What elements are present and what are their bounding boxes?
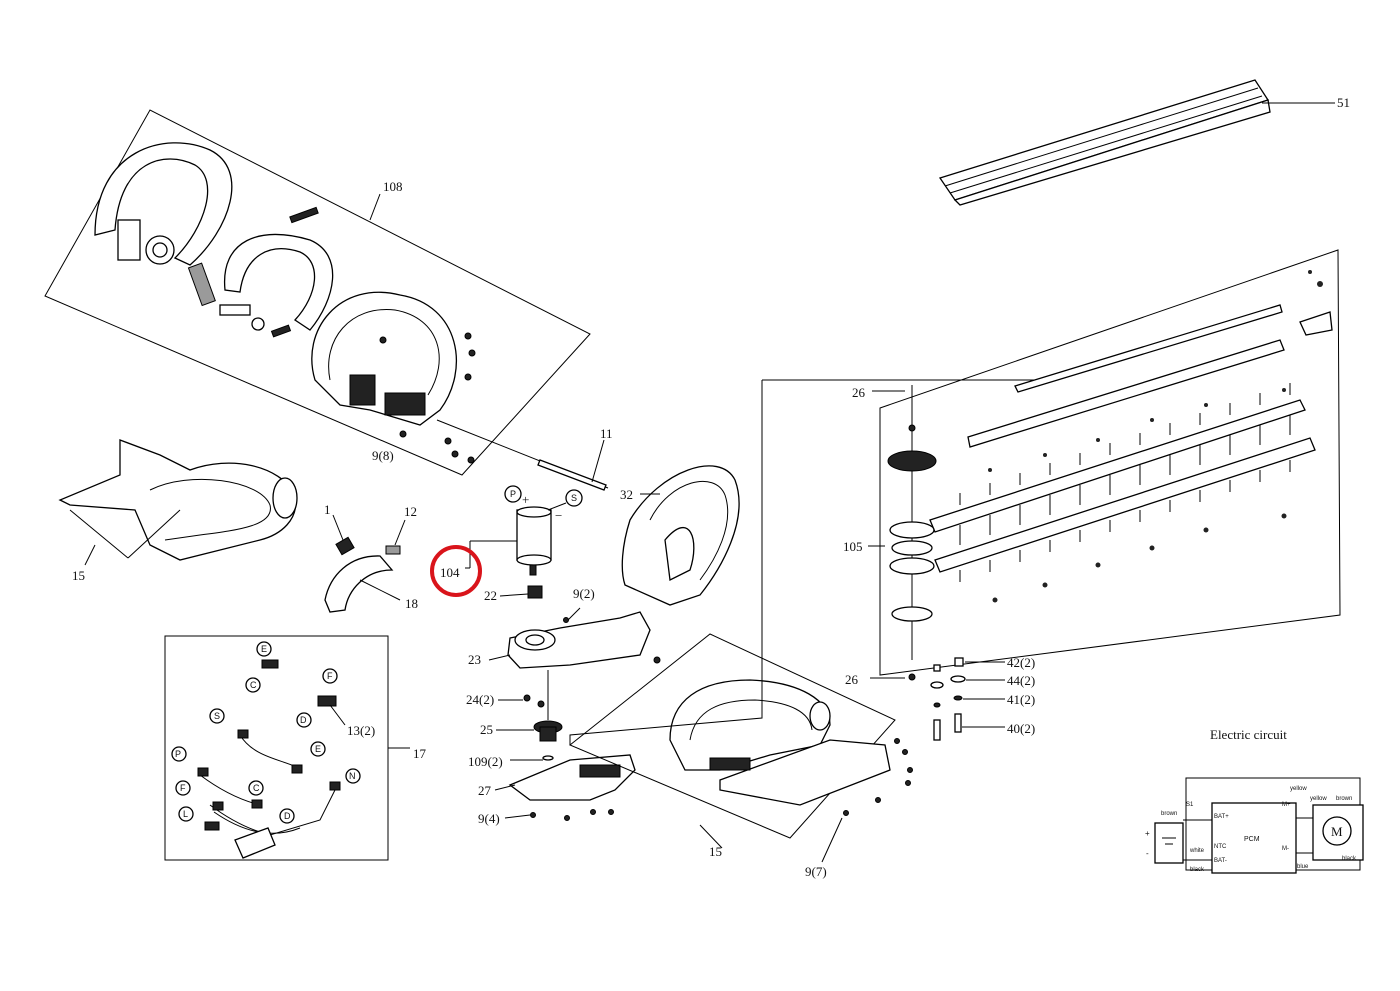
part-51-blade-rail bbox=[938, 79, 1335, 206]
label-109-2: 109(2) bbox=[468, 754, 503, 769]
circuit-brown: brown bbox=[1336, 796, 1352, 802]
circuit-blue: blue bbox=[1297, 864, 1309, 870]
circuit-black-left: black bbox=[1190, 867, 1205, 873]
parts-40-44: 42(2) 44(2) 41(2) 40(2) bbox=[930, 655, 1035, 741]
circuit-minus: - bbox=[1146, 849, 1149, 858]
wire-tag-e1: E bbox=[261, 644, 267, 654]
part-105-blade-assembly: 26 26 105 bbox=[569, 249, 1341, 745]
circuit-yellow: yellow bbox=[1310, 796, 1327, 802]
part-104-motor: 104 P + S − bbox=[430, 485, 583, 597]
wire-tag-l: L bbox=[183, 809, 188, 819]
label-9-2: 9(2) bbox=[573, 586, 595, 601]
label-25: 25 bbox=[480, 722, 493, 737]
wire-tag-d1: D bbox=[300, 715, 307, 725]
group-17-wiring-harness: 17 E C F D 13(2) S E P F C D L N bbox=[164, 635, 427, 861]
label-17: 17 bbox=[413, 746, 427, 761]
wire-tag-p2: P bbox=[175, 749, 181, 759]
label-26-top: 26 bbox=[852, 385, 866, 400]
label-9-7: 9(7) bbox=[805, 864, 827, 879]
label-9-8: 9(8) bbox=[372, 448, 394, 463]
tag-p: P bbox=[510, 489, 516, 499]
label-13-2: 13(2) bbox=[347, 723, 375, 738]
part-22-pinion: 22 bbox=[484, 585, 543, 603]
label-44-2: 44(2) bbox=[1007, 673, 1035, 688]
label-32: 32 bbox=[620, 487, 633, 502]
part-32-front-guard: 32 bbox=[620, 465, 740, 606]
label-22: 22 bbox=[484, 588, 497, 603]
part-23-gear-housing: 9(2) 23 bbox=[468, 586, 661, 669]
circuit-yellow-top: yellow bbox=[1290, 786, 1307, 792]
wire-tag-c1: C bbox=[250, 680, 257, 690]
label-15-left: 15 bbox=[72, 568, 85, 583]
group-108-rear-handle: 108 9(8) bbox=[44, 109, 591, 476]
circuit-title: Electric circuit bbox=[1210, 727, 1287, 742]
label-41-2: 41(2) bbox=[1007, 692, 1035, 707]
circuit-brown-left: brown bbox=[1161, 811, 1177, 817]
circuit-m-plus: M+ bbox=[1282, 802, 1291, 808]
part-15-front-handle-right: 15 9(7) bbox=[569, 633, 913, 879]
label-26-bottom: 26 bbox=[845, 672, 859, 687]
tag-s: S bbox=[571, 493, 577, 503]
part-15-front-handle-left: 15 bbox=[58, 439, 298, 583]
wire-tag-f2: F bbox=[180, 783, 186, 793]
wire-tag-d2: D bbox=[284, 811, 291, 821]
tag-plus: + bbox=[522, 492, 529, 507]
label-105: 105 bbox=[843, 539, 863, 554]
label-1: 1 bbox=[324, 502, 331, 517]
parts-109-27-9: 109(2) 27 9(4) bbox=[468, 754, 636, 826]
label-24-2: 24(2) bbox=[466, 692, 494, 707]
tag-minus: − bbox=[555, 508, 562, 523]
label-40-2: 40(2) bbox=[1007, 721, 1035, 736]
circuit-bat-minus: BAT- bbox=[1214, 858, 1227, 864]
label-104: 104 bbox=[440, 565, 460, 580]
wire-tag-f1: F bbox=[327, 671, 333, 681]
circuit-motor: M bbox=[1331, 824, 1343, 839]
wire-tag-e2: E bbox=[315, 744, 321, 754]
circuit-bat-plus: BAT+ bbox=[1214, 814, 1229, 820]
circuit-white: white bbox=[1189, 848, 1205, 854]
label-15-right: 15 bbox=[709, 844, 722, 859]
electric-circuit-schematic: Electric circuit PCM BAT+ NTC BAT- M+ M-… bbox=[1145, 727, 1364, 874]
wire-tag-c2: C bbox=[253, 783, 260, 793]
highlight-circle-104 bbox=[430, 545, 482, 597]
circuit-black: black bbox=[1342, 856, 1357, 862]
parts-1-12-18-trigger: 1 12 18 bbox=[324, 502, 418, 613]
wire-tag-s2: S bbox=[214, 711, 220, 721]
circuit-plus: + bbox=[1145, 829, 1150, 838]
label-18: 18 bbox=[405, 596, 418, 611]
parts-24-25: 24(2) 25 bbox=[466, 670, 563, 742]
label-27: 27 bbox=[478, 783, 492, 798]
label-12: 12 bbox=[404, 504, 417, 519]
label-108: 108 bbox=[383, 179, 403, 194]
part-11-rod: 11 bbox=[436, 419, 613, 491]
label-11: 11 bbox=[600, 426, 613, 441]
label-23: 23 bbox=[468, 652, 481, 667]
label-42-2: 42(2) bbox=[1007, 655, 1035, 670]
circuit-pcm: PCM bbox=[1244, 836, 1260, 843]
label-51: 51 bbox=[1337, 95, 1350, 110]
circuit-ntc: NTC bbox=[1214, 844, 1227, 850]
circuit-m-minus: M- bbox=[1282, 846, 1289, 852]
circuit-s1: S1 bbox=[1186, 802, 1194, 808]
wire-tag-n: N bbox=[349, 771, 356, 781]
label-9-4: 9(4) bbox=[478, 811, 500, 826]
